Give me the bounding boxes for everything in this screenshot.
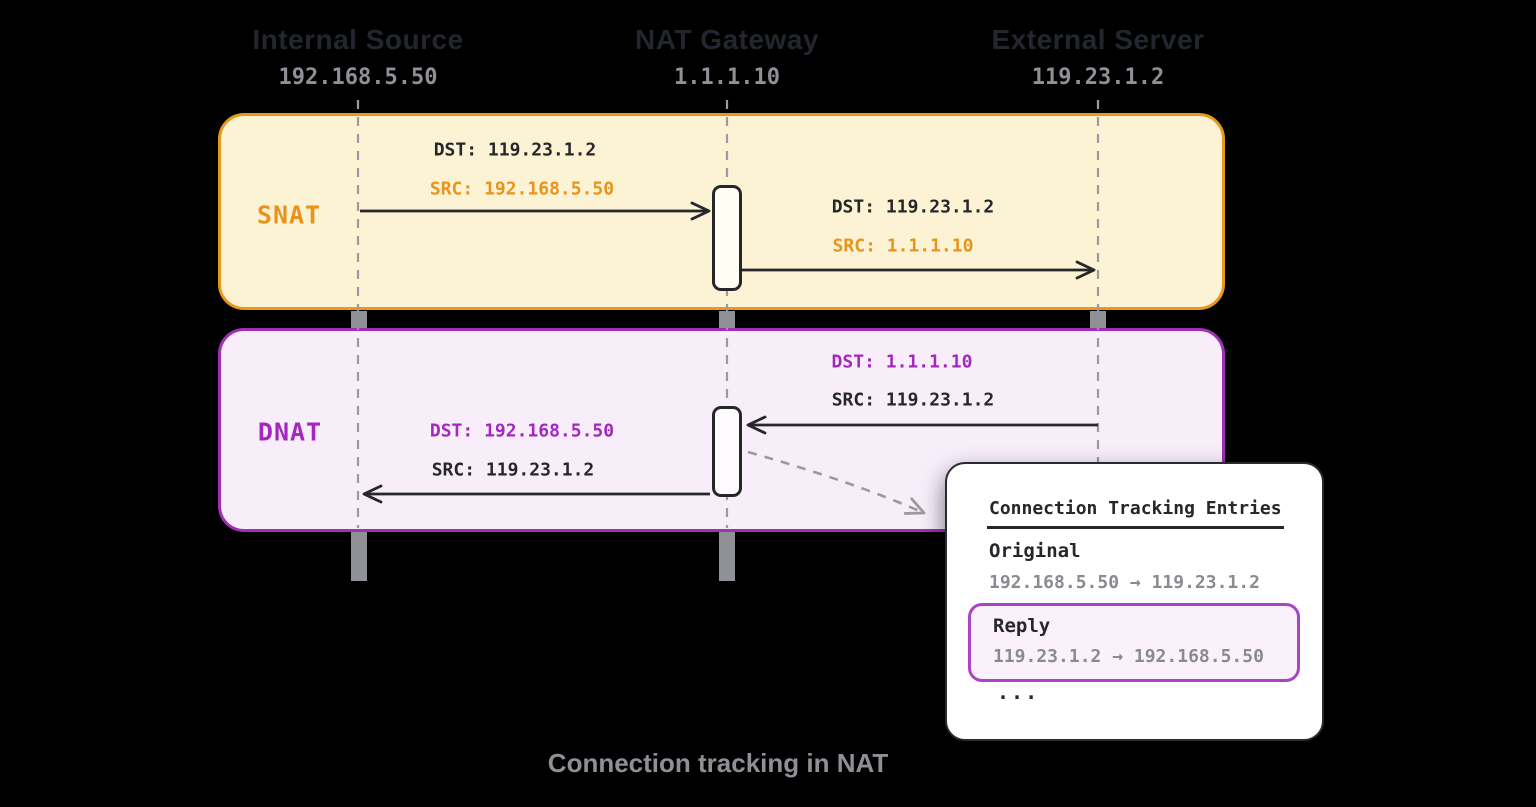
conntrack-entry-label-reply: Reply: [993, 615, 1051, 637]
packet-src-label: SRC: 192.168.5.50: [429, 178, 615, 200]
conntrack-reply-highlight-box: Reply 119.23.1.2 → 192.168.5.50: [968, 603, 1300, 682]
column-header-internal: Internal Source 192.168.5.50: [252, 24, 463, 90]
conntrack-entry-label-original: Original: [989, 540, 1081, 562]
column-ip: 1.1.1.10: [674, 65, 780, 90]
column-title: NAT Gateway: [635, 24, 819, 55]
column-header-external: External Server 119.23.1.2: [992, 24, 1205, 90]
lifeline-stub: [351, 311, 367, 328]
packet-dst-label: DST: 1.1.1.10: [831, 351, 973, 373]
diagram-caption: Connection tracking in NAT: [547, 748, 889, 778]
lifeline-stub: [351, 532, 367, 581]
lifeline-stub: [719, 311, 735, 328]
conntrack-entry-flow-original: 192.168.5.50 → 119.23.1.2: [989, 572, 1260, 593]
packet-dst-label: DST: 192.168.5.50: [429, 420, 615, 442]
column-title: Internal Source: [252, 24, 464, 55]
packet-src-label: SRC: 119.23.1.2: [831, 389, 995, 411]
column-ip: 192.168.5.50: [278, 65, 438, 90]
lifeline-stub: [719, 532, 735, 581]
lifeline-stub: [1090, 311, 1106, 328]
packet-src-label: SRC: 1.1.1.10: [832, 235, 974, 257]
gateway-activation-bar-dnat: [712, 406, 742, 497]
packet-dst-label: DST: 119.23.1.2: [433, 139, 597, 161]
dnat-label: DNAT: [257, 417, 323, 447]
column-title: External Server: [991, 24, 1205, 55]
gateway-activation-bar-snat: [712, 185, 742, 291]
conntrack-entry-flow-reply: 119.23.1.2 → 192.168.5.50: [993, 646, 1264, 667]
column-header-gateway: NAT Gateway 1.1.1.10: [635, 24, 819, 90]
packet-src-label: SRC: 119.23.1.2: [431, 459, 595, 481]
conntrack-card: Connection Tracking Entries Original 192…: [945, 462, 1324, 741]
packet-dst-label: DST: 119.23.1.2: [831, 196, 995, 218]
conntrack-title-rule: [987, 526, 1284, 529]
column-ip: 119.23.1.2: [1031, 65, 1165, 90]
conntrack-ellipsis: ...: [997, 680, 1040, 704]
conntrack-card-title: Connection Tracking Entries: [989, 498, 1282, 519]
snat-label: SNAT: [256, 200, 322, 230]
